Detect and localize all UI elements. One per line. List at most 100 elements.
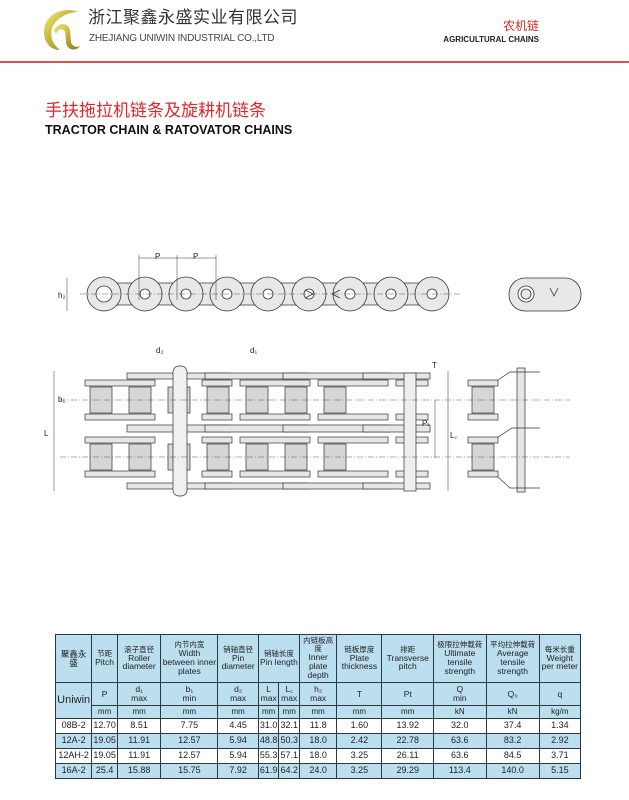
cotter-pin-icon bbox=[304, 289, 341, 299]
outer-plate bbox=[362, 372, 431, 380]
inner-plate bbox=[317, 379, 389, 387]
table-cell: 113.4 bbox=[432, 763, 487, 779]
column-symbol: Q₀ bbox=[485, 682, 540, 706]
column-symbol: L꜀max bbox=[278, 682, 300, 706]
table-cell: 16A-2 bbox=[54, 763, 93, 779]
label-h2: h₂ bbox=[58, 291, 66, 300]
table-cell: 11.91 bbox=[116, 733, 162, 749]
connecting-pin bbox=[172, 365, 188, 497]
label-d1: d₁ bbox=[250, 346, 257, 355]
table-cell: 19.05 bbox=[91, 748, 118, 764]
table-cell: 15.88 bbox=[116, 763, 162, 779]
column-unit: mm bbox=[160, 705, 219, 719]
roller bbox=[245, 386, 269, 414]
page-title-en: TRACTOR CHAIN & RATOVATOR CHAINS bbox=[45, 123, 293, 137]
chain-side-view bbox=[80, 276, 582, 312]
column-unit: mm bbox=[336, 705, 383, 719]
column-unit: mm bbox=[278, 705, 300, 719]
column-symbol: P bbox=[91, 682, 118, 706]
inner-plate bbox=[317, 470, 389, 478]
table-cell: 2.42 bbox=[336, 733, 383, 749]
table-cell: 11.91 bbox=[116, 748, 162, 764]
inner-plate bbox=[201, 470, 233, 478]
table-cell: 13.92 bbox=[381, 718, 434, 734]
chain-end-views bbox=[60, 367, 570, 493]
table-cell: 12A-2 bbox=[54, 733, 93, 749]
table-cell: 37.4 bbox=[485, 718, 540, 734]
column-unit: kN bbox=[485, 705, 540, 719]
table-cell: 2.92 bbox=[538, 733, 582, 749]
table-cell: 12AH-2 bbox=[54, 748, 93, 764]
table-cell: 22.78 bbox=[381, 733, 434, 749]
table-cell: 5.94 bbox=[217, 748, 259, 764]
table-cell: 24.0 bbox=[298, 763, 338, 779]
inner-plate bbox=[239, 470, 311, 478]
inner-plate bbox=[201, 413, 233, 421]
inner-plate bbox=[239, 436, 311, 444]
chain-top-view bbox=[84, 365, 431, 497]
column-unit: mm bbox=[217, 705, 259, 719]
company-name-cn: 浙江聚鑫永盛实业有限公司 bbox=[88, 8, 298, 27]
table-cell: 8.51 bbox=[116, 718, 162, 734]
table-cell: 32.1 bbox=[278, 718, 300, 734]
table-cell: 50.3 bbox=[278, 733, 300, 749]
label-pitch-2: P bbox=[193, 252, 198, 261]
column-symbol: T bbox=[336, 682, 383, 706]
table-cell: 5.94 bbox=[217, 733, 259, 749]
table-cell: 140.0 bbox=[485, 763, 540, 779]
table-cell: 61.9 bbox=[257, 763, 280, 779]
column-unit: mm bbox=[91, 705, 118, 719]
column-unit: kN bbox=[432, 705, 487, 719]
column-unit: mm bbox=[257, 705, 280, 719]
inner-plate bbox=[201, 379, 233, 387]
middle-plate bbox=[362, 424, 431, 433]
table-cell: 48.8 bbox=[257, 733, 280, 749]
table-cell: 5.15 bbox=[538, 763, 582, 779]
page-title-cn: 手扶拖拉机链条及旋耕机链条 bbox=[45, 101, 266, 120]
column-unit: mm bbox=[298, 705, 338, 719]
table-cell: 63.6 bbox=[432, 733, 487, 749]
inner-plate bbox=[317, 436, 389, 444]
label-L: L bbox=[44, 429, 49, 438]
column-unit: mm bbox=[116, 705, 162, 719]
table-cell: 25.4 bbox=[91, 763, 118, 779]
inner-plate bbox=[239, 413, 311, 421]
inner-plate bbox=[84, 470, 156, 478]
column-symbol: Pt bbox=[381, 682, 434, 706]
company-logo-icon bbox=[44, 10, 80, 50]
table-cell: 12.57 bbox=[160, 748, 219, 764]
label-d2: d₂ bbox=[156, 346, 164, 355]
table-cell: 64.2 bbox=[278, 763, 300, 779]
inner-plate bbox=[84, 379, 156, 387]
table-cell: 55.3 bbox=[257, 748, 280, 764]
table-cell: 11.8 bbox=[298, 718, 338, 734]
table-cell: 1.60 bbox=[336, 718, 383, 734]
label-b1: b₁ bbox=[58, 395, 65, 404]
table-cell: 3.25 bbox=[336, 748, 383, 764]
pin bbox=[403, 372, 417, 492]
chain-technical-drawing: P P h₂ d₂ d₁ b₁ L L꜀ Pₜ T bbox=[44, 252, 582, 497]
inner-plate bbox=[84, 413, 156, 421]
table-cell: 15.75 bbox=[160, 763, 219, 779]
table-cell: 3.25 bbox=[336, 763, 383, 779]
table-cell: 29.29 bbox=[381, 763, 434, 779]
table-cell: 84.5 bbox=[485, 748, 540, 764]
